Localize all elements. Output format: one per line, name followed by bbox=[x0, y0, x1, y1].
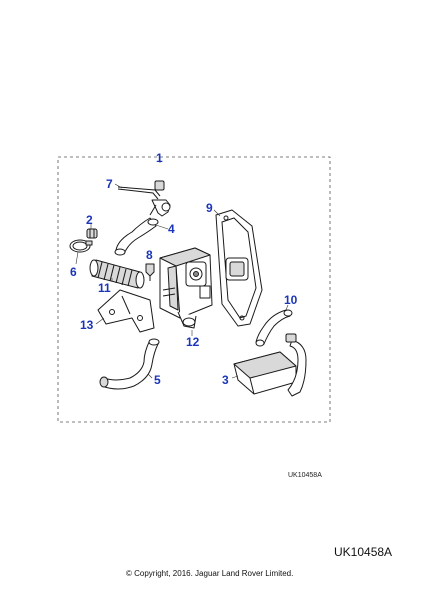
callout-4[interactable]: 4 bbox=[168, 222, 175, 236]
leader-5 bbox=[147, 373, 153, 379]
leader-9 bbox=[213, 209, 221, 217]
reference-code-small: UK10458A bbox=[288, 472, 322, 479]
part-10-hose[interactable] bbox=[255, 309, 293, 347]
callout-7[interactable]: 7 bbox=[106, 177, 113, 191]
part-8-fastener[interactable] bbox=[145, 263, 155, 281]
callout-13[interactable]: 13 bbox=[80, 318, 94, 332]
copyright-notice: © Copyright, 2016. Jaguar Land Rover Lim… bbox=[126, 569, 293, 578]
callout-8[interactable]: 8 bbox=[146, 248, 153, 262]
leader-13 bbox=[95, 317, 105, 325]
kit-boundary bbox=[57, 156, 331, 423]
callout-9[interactable]: 9 bbox=[206, 201, 213, 215]
leader-10 bbox=[285, 304, 289, 311]
callout-12[interactable]: 12 bbox=[186, 335, 200, 349]
part-6-hose-clamp[interactable] bbox=[69, 239, 93, 253]
part-2-clip[interactable] bbox=[86, 228, 98, 239]
callout-6[interactable]: 6 bbox=[70, 265, 77, 279]
callout-1[interactable]: 1 bbox=[156, 151, 163, 165]
part-3-muffler[interactable] bbox=[233, 333, 307, 397]
part-9-mounting-plate[interactable] bbox=[215, 209, 263, 327]
callout-5[interactable]: 5 bbox=[154, 373, 161, 387]
callout-2[interactable]: 2 bbox=[86, 213, 93, 227]
part-5-hose[interactable] bbox=[99, 338, 160, 390]
part-12-heater-unit[interactable] bbox=[159, 247, 213, 329]
callout-10[interactable]: 10 bbox=[284, 293, 298, 307]
callout-11[interactable]: 11 bbox=[98, 281, 111, 295]
leader-7 bbox=[114, 183, 123, 189]
part-4-hose[interactable] bbox=[114, 217, 159, 256]
part-11-silencer[interactable] bbox=[89, 259, 145, 289]
reference-code-large: UK10458A bbox=[334, 545, 392, 559]
leader-4 bbox=[155, 224, 169, 230]
leader-3 bbox=[231, 375, 239, 379]
part-7-vent-tube[interactable] bbox=[117, 180, 171, 217]
leader-6 bbox=[75, 251, 79, 265]
part-13-bracket[interactable] bbox=[97, 289, 155, 333]
callout-3[interactable]: 3 bbox=[222, 373, 229, 387]
